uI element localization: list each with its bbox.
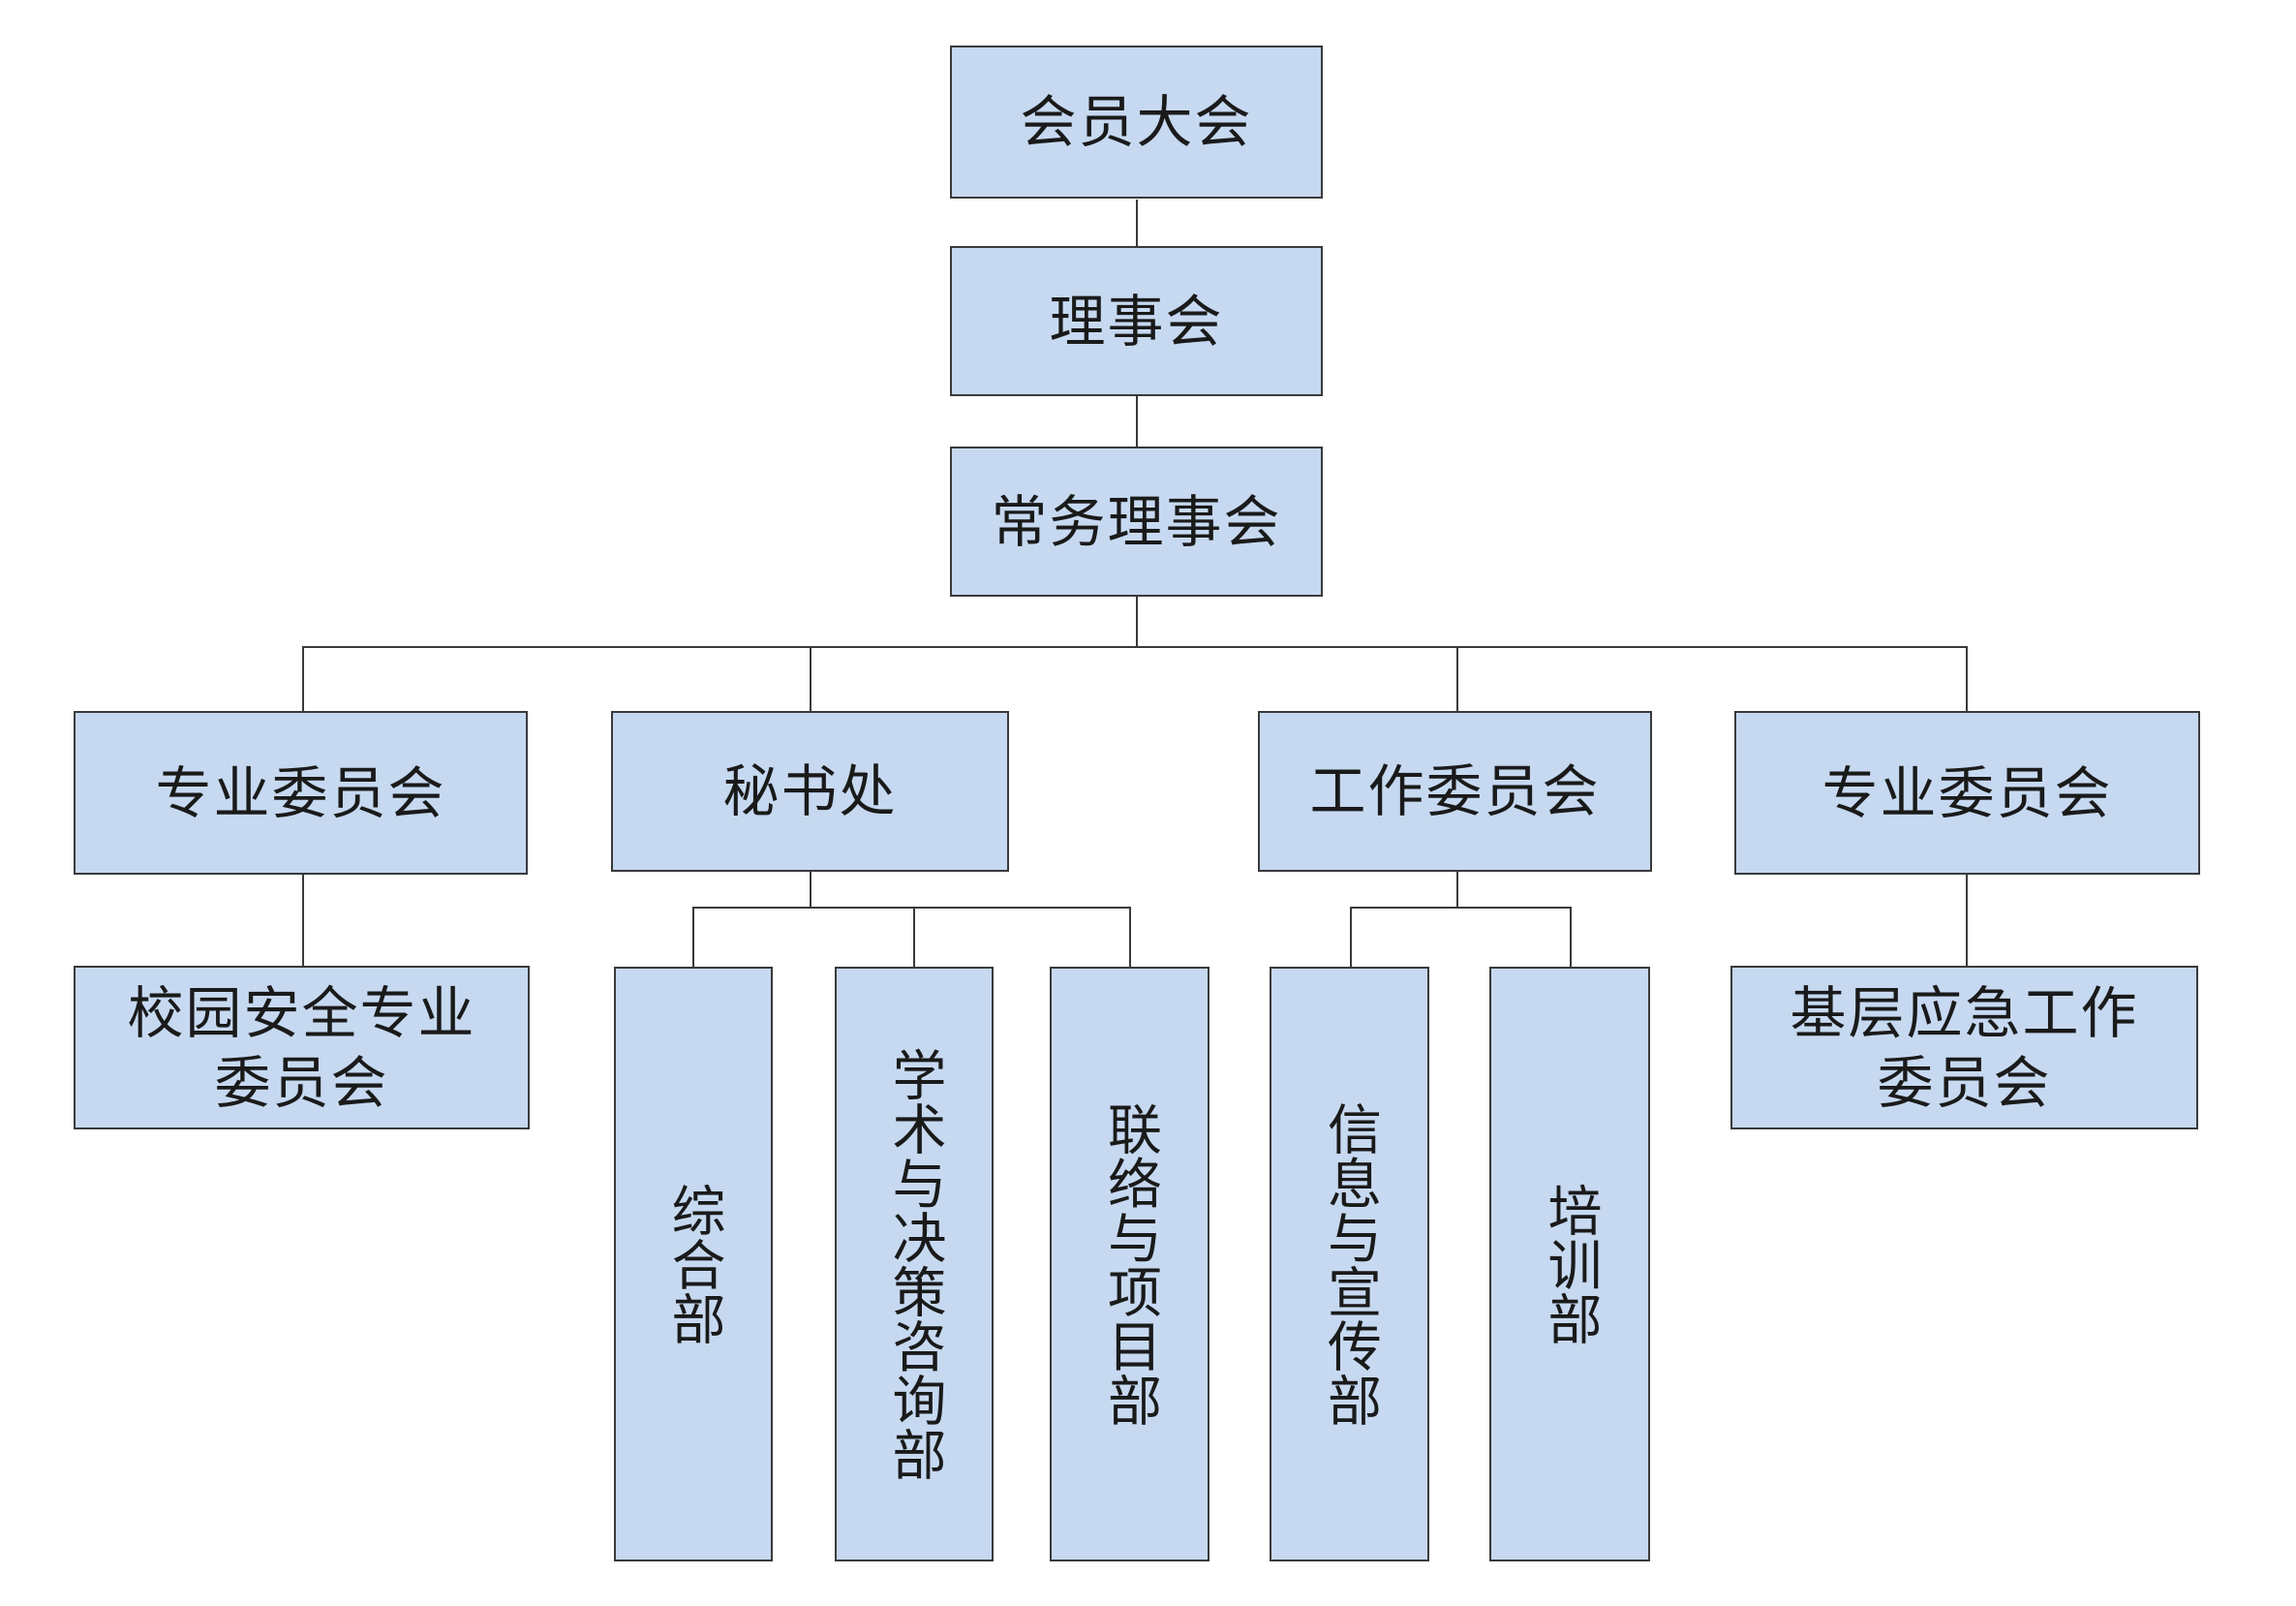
general-dept-box: 综合部 — [614, 967, 773, 1561]
work-committee-box: 工作委员会 — [1258, 711, 1652, 872]
training-dept-box: 培训部 — [1489, 967, 1650, 1561]
info-publicity-dept-label: 信息与宣传部 — [1318, 1101, 1382, 1427]
campus-safety-committee-box: 校园安全专业委员会 — [74, 966, 530, 1129]
prof-committee-right-box: 专业委员会 — [1734, 711, 2200, 875]
connector-line — [1456, 872, 1458, 909]
connector-line — [810, 872, 811, 909]
prof-committee-right-label: 专业委员会 — [1821, 759, 2113, 826]
general-dept-label: 综合部 — [662, 1183, 725, 1345]
academic-dept-box: 学术与决策咨询部 — [835, 967, 994, 1561]
connector-line — [1136, 396, 1138, 448]
info-publicity-dept-box: 信息与宣传部 — [1270, 967, 1429, 1561]
connector-line — [692, 907, 694, 969]
grassroots-emergency-committee-box: 基层应急工作委员会 — [1730, 966, 2198, 1129]
connector-line — [302, 646, 304, 712]
connector-line — [1570, 907, 1572, 969]
liaison-dept-box: 联络与项目部 — [1050, 967, 1209, 1561]
connector-line — [302, 646, 1968, 648]
prof-committee-left-label: 专业委员会 — [155, 759, 446, 826]
academic-dept-label: 学术与决策咨询部 — [883, 1047, 946, 1481]
training-dept-label: 培训部 — [1539, 1183, 1602, 1345]
connector-line — [1129, 907, 1131, 969]
connector-line — [810, 646, 811, 712]
secretariat-label: 秘书处 — [722, 758, 898, 824]
general-assembly-box: 会员大会 — [950, 46, 1323, 199]
connector-line — [1350, 907, 1572, 909]
council-label: 理事会 — [1049, 288, 1224, 355]
standing-council-label: 常务理事会 — [991, 488, 1282, 555]
connector-line — [913, 907, 915, 969]
standing-council-box: 常务理事会 — [950, 447, 1323, 597]
prof-committee-left-box: 专业委员会 — [74, 711, 528, 875]
connector-line — [1350, 907, 1352, 969]
connector-line — [1966, 875, 1968, 968]
connector-line — [1456, 646, 1458, 712]
liaison-dept-label: 联络与项目部 — [1098, 1101, 1162, 1427]
connector-line — [1136, 596, 1138, 648]
campus-safety-committee-label: 校园安全专业委员会 — [127, 979, 476, 1116]
work-committee-label: 工作委员会 — [1309, 758, 1601, 824]
secretariat-box: 秘书处 — [611, 711, 1009, 872]
council-box: 理事会 — [950, 246, 1323, 396]
connector-line — [1966, 646, 1968, 712]
grassroots-emergency-committee-label: 基层应急工作委员会 — [1790, 979, 2139, 1116]
connector-line — [692, 907, 1131, 909]
connector-line — [1136, 200, 1138, 248]
connector-line — [302, 875, 304, 968]
general-assembly-label: 会员大会 — [1020, 89, 1253, 155]
